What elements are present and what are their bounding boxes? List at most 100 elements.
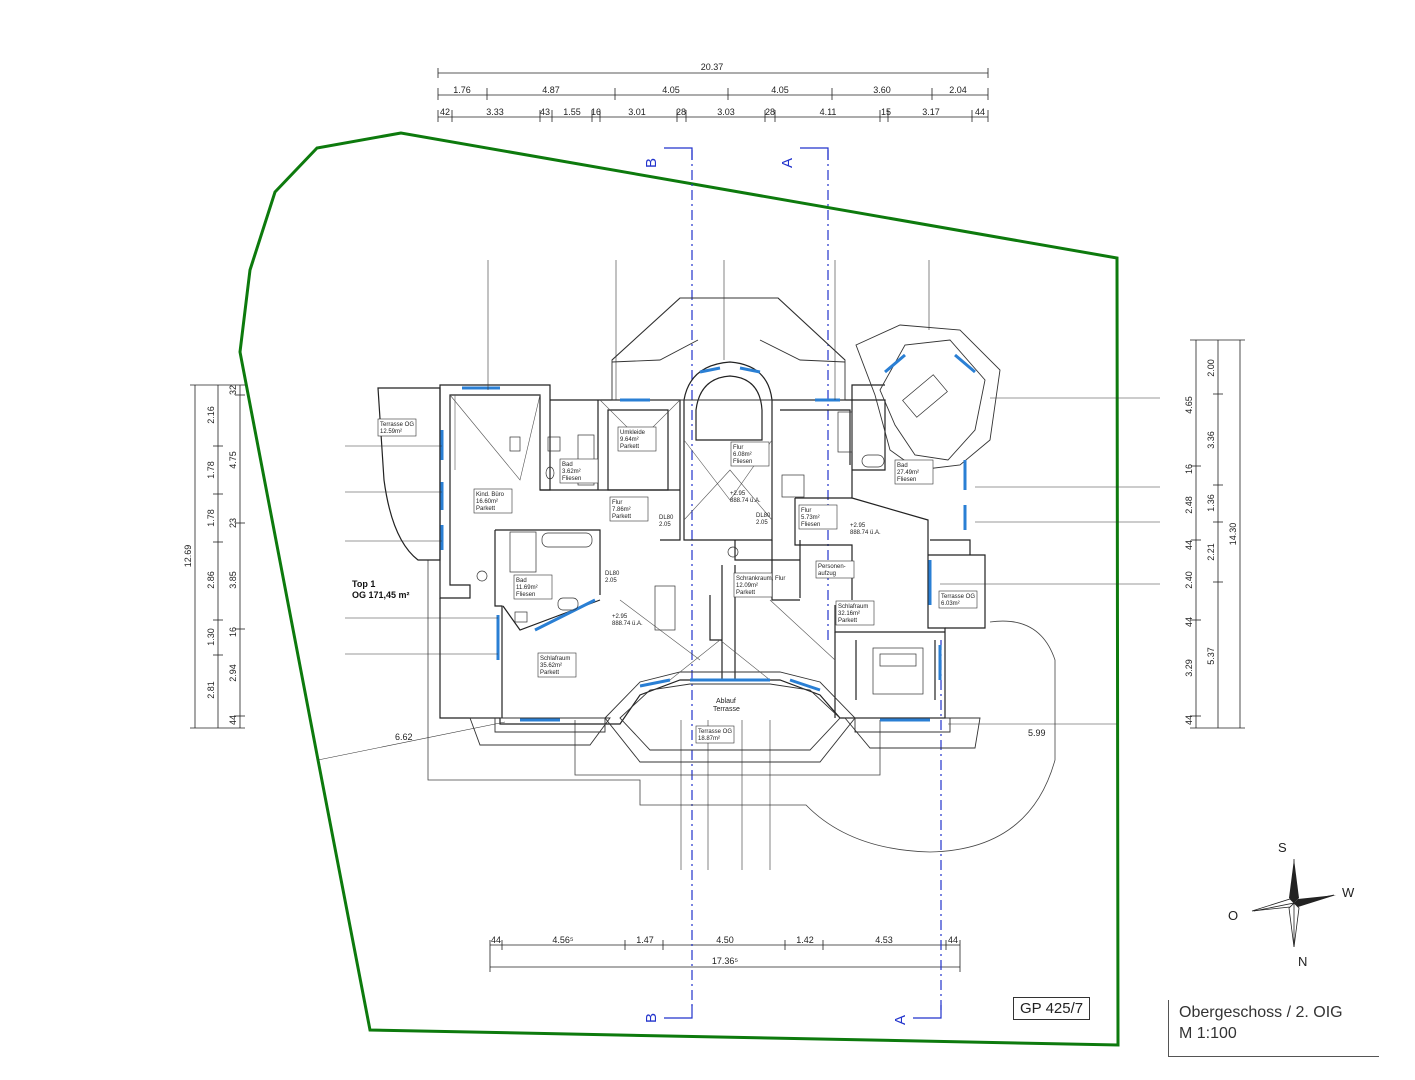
title-line2: M 1:100 — [1179, 1025, 1237, 1042]
dim-right-c2-5: 44 — [1184, 617, 1194, 627]
level-1-b: 888.74 ü.A. — [730, 498, 761, 504]
room-label-11-0: Schlafraum — [838, 604, 868, 610]
compass-rose — [1251, 859, 1336, 948]
dim-top-r2-3: 1.55 — [563, 107, 581, 117]
dim-top-r2-2: 43 — [540, 107, 550, 117]
dim-right-c2-3: 44 — [1184, 540, 1194, 550]
dim-bottom-r1-2: 1.47 — [636, 935, 654, 945]
opening-1-h: 2.05 — [659, 522, 671, 528]
site-outline — [427, 560, 1056, 853]
room-label-10-0: Personen- — [818, 564, 846, 570]
dim-left-c1-4: 1.30 — [206, 628, 216, 646]
opening-2-h: 2.05 — [756, 520, 768, 526]
room-box-0 — [377, 418, 417, 437]
room-box-9 — [733, 572, 773, 598]
dim-top-r2-5: 3.01 — [628, 107, 646, 117]
dim-right-c2-2: 2.48 — [1184, 496, 1194, 514]
parcel-boundary — [238, 131, 1120, 1047]
dim-top-r2-10: 15 — [881, 107, 891, 117]
level-3-b: 888.74 ü.A. — [612, 621, 643, 627]
dims-left — [190, 384, 245, 729]
room-box-2 — [559, 458, 599, 484]
dim-left-c2-6: 44 — [228, 715, 238, 725]
dim-bottom-r1-0: 44 — [491, 935, 501, 945]
dim-right-c2-0: 4.65 — [1184, 396, 1194, 414]
room-label-11-1: 32.16m² — [838, 611, 860, 617]
room-label-5-1: 6.08m² — [733, 452, 752, 458]
unit-area: OG 171,45 m² — [352, 590, 410, 600]
dims-bottom — [489, 940, 961, 972]
room-label-4-2: Parkett — [612, 514, 631, 520]
room-label-14-1: 18.87m² — [698, 736, 720, 742]
room-label-3-2: Parkett — [620, 444, 639, 450]
room-label-12-1: 6.03m² — [941, 601, 960, 607]
dim-right-c1-2: 1.36 — [1206, 494, 1216, 512]
room-label-3-0: Umkleide — [620, 430, 646, 436]
opening-2-type: DL80 — [756, 513, 771, 519]
section-b-bottom: B — [643, 1013, 660, 1023]
dim-left-c1-3: 2.86 — [206, 571, 216, 589]
room-label-1-2: Parkett — [476, 506, 495, 512]
dim-left-c1-5: 2.81 — [206, 681, 216, 699]
room-label-8-2: Fliesen — [516, 592, 535, 598]
section-lines — [691, 150, 942, 1010]
room-box-8 — [513, 574, 553, 600]
room-label-2-0: Bad — [562, 462, 573, 468]
room-box-10 — [815, 560, 855, 579]
dim-top-r2-6: 28 — [676, 107, 686, 117]
room-label-8-1: 11.69m² — [516, 585, 538, 591]
opening-3-h: 2.05 — [605, 578, 617, 584]
dim-left-labels: 12.69 2.16 1.78 1.78 2.86 1.30 2.81 32 4… — [183, 385, 238, 725]
dim-top-r2-4: 16 — [591, 107, 601, 117]
openings: DL80 2.05 DL80 2.05 DL80 2.05 — [605, 513, 771, 584]
dim-top-r1-4: 3.60 — [873, 85, 891, 95]
dim-left-c2-0: 32 — [228, 385, 238, 395]
room-label-13-2: Parkett — [540, 670, 559, 676]
dim-top-r1-0: 1.76 — [453, 85, 471, 95]
bay-outlines — [469, 297, 1001, 763]
room-box-7 — [894, 459, 934, 485]
room-label-12-0: Terrasse OG — [941, 594, 975, 600]
room-label-1-1: 16.60m² — [476, 499, 498, 505]
dim-right-c2-7: 44 — [1184, 715, 1194, 725]
dim-top-total: 20.37 — [701, 62, 724, 72]
room-box-14 — [695, 725, 735, 744]
room-label-1-0: Kind. Büro — [476, 492, 505, 498]
section-a-top: A — [779, 158, 796, 168]
windows — [440, 353, 976, 722]
room-label-7-0: Bad — [897, 463, 908, 469]
dim-top-row1: 1.76 4.87 4.05 4.05 3.60 2.04 — [453, 85, 967, 95]
section-a-bottom: A — [892, 1015, 909, 1025]
dim-top-r2-12: 44 — [975, 107, 985, 117]
dim-left-c1-2: 1.78 — [206, 509, 216, 527]
room-label-4-0: Flur — [612, 500, 622, 506]
dim-left-c2-3: 3.85 — [228, 571, 238, 589]
compass-w: W — [1342, 885, 1355, 900]
dim-bottom-labels: 44 4.56⁵ 1.47 4.50 1.42 4.53 44 17.36⁵ — [491, 935, 958, 966]
section-b-top: B — [643, 158, 660, 168]
dim-left-c2-1: 4.75 — [228, 451, 238, 469]
room-label-9-0: Schrankraum, Flur — [736, 576, 785, 582]
room-label-2-2: Fliesen — [562, 476, 581, 482]
opening-1-type: DL80 — [659, 515, 674, 521]
dim-right-c1-0: 2.00 — [1206, 359, 1216, 377]
building-walls — [377, 361, 986, 725]
dims-top — [437, 68, 989, 122]
dim-top-r2-1: 3.33 — [486, 107, 504, 117]
distance-right: 5.99 — [1028, 728, 1046, 738]
room-label-6-0: Flur — [801, 508, 811, 514]
drain-line1: Ablauf — [716, 698, 736, 705]
section-arrows — [664, 147, 942, 1019]
dim-top-r1-2: 4.05 — [662, 85, 680, 95]
dim-right-c1-3: 2.21 — [1206, 543, 1216, 561]
dim-bottom-r1-5: 4.53 — [875, 935, 893, 945]
dim-left-c2-2: 23 — [228, 518, 238, 528]
room-label-3-1: 9.64m² — [620, 437, 639, 443]
room-label-11-2: Parkett — [838, 618, 857, 624]
room-label-7-1: 27.49m² — [897, 470, 919, 476]
dim-right-total: 14.30 — [1228, 523, 1238, 546]
room-label-9-2: Parkett — [736, 590, 755, 596]
dim-top-r2-11: 3.17 — [922, 107, 940, 117]
level-2-b: 888.74 ü.A. — [850, 530, 881, 536]
